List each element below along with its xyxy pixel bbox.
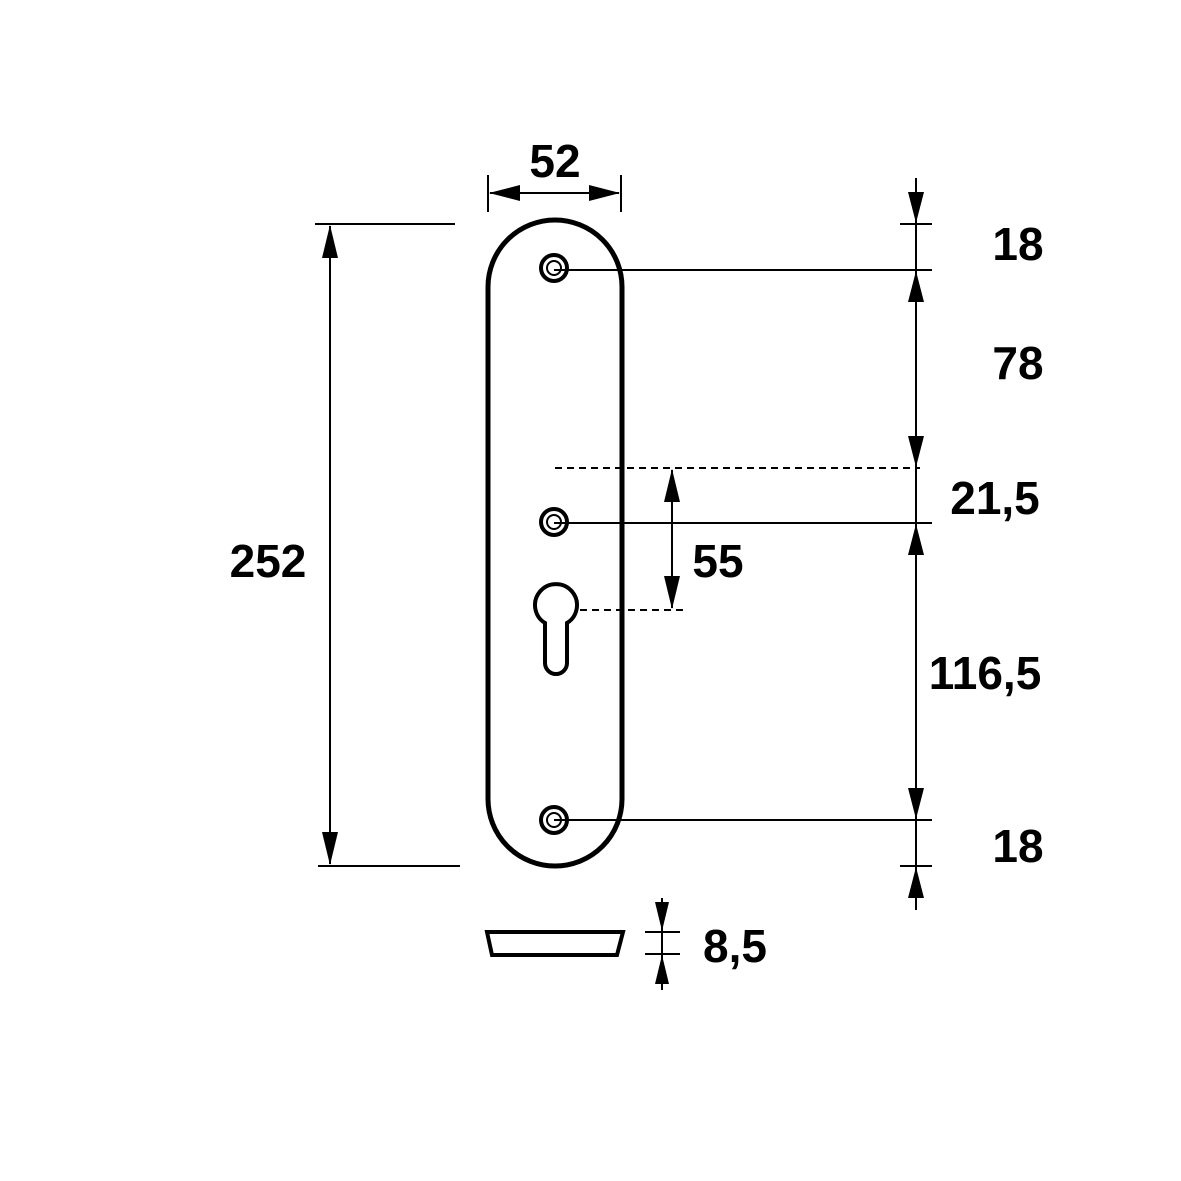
top-margin-label: 18 [992, 218, 1043, 270]
lower-screw-spacing-label: 116,5 [929, 647, 1042, 699]
total-height-label: 252 [230, 535, 307, 587]
total-height-dimension [315, 223, 460, 867]
thickness-label: 8,5 [703, 920, 767, 972]
thickness-dimension [645, 898, 680, 990]
width-dimension [487, 175, 622, 212]
offset-label: 21,5 [950, 472, 1040, 524]
bottom-margin-label: 18 [992, 820, 1043, 872]
vertical-chain-dimension [908, 178, 924, 910]
upper-screw-spacing-label: 78 [992, 337, 1043, 389]
keyhole-distance-dimension [664, 469, 680, 609]
width-label: 52 [529, 135, 580, 187]
plate-profile [484, 930, 626, 957]
keyhole-distance-label: 55 [692, 535, 743, 587]
screw-hole-top [539, 253, 569, 283]
escutcheon-plate [485, 217, 625, 869]
cylinder-keyhole [533, 582, 579, 676]
